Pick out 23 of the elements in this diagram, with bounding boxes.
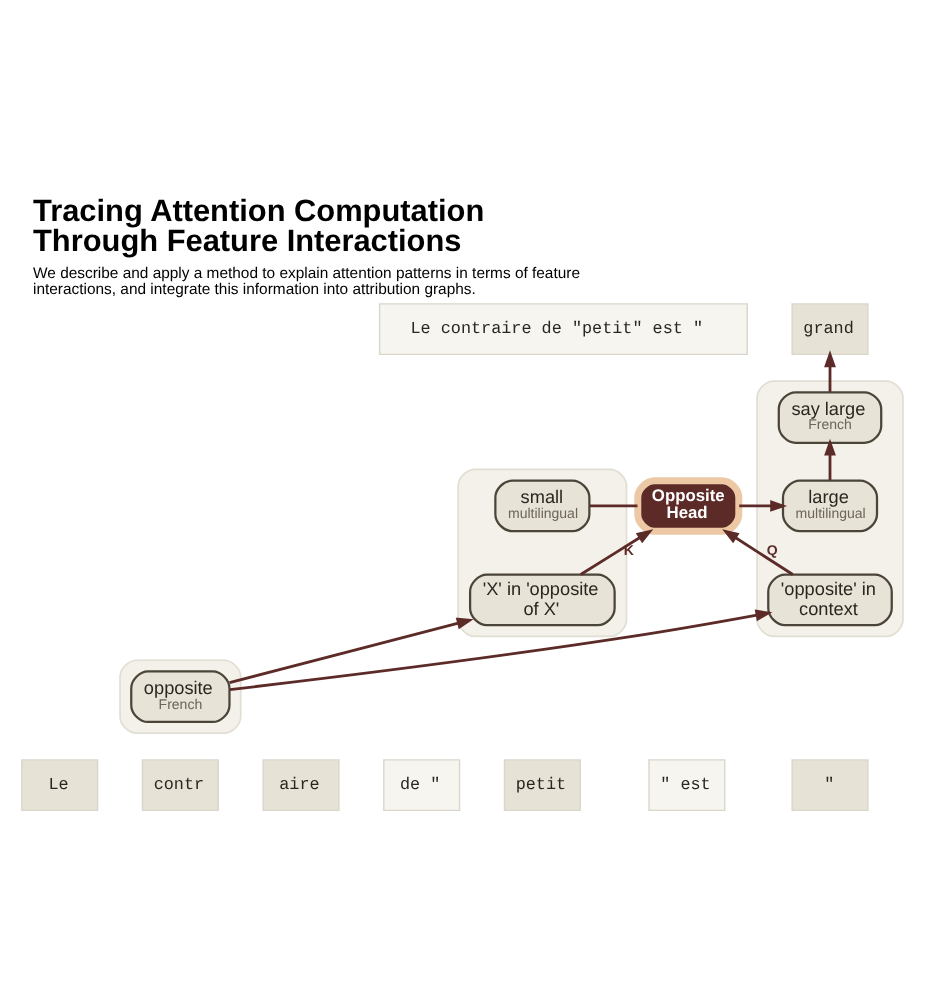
node-box: " [791, 758, 869, 811]
node-box: de " [383, 758, 461, 811]
node-box: aire [262, 758, 340, 811]
arrow [824, 349, 836, 391]
diagram-title: Tracing Attention Computation Through Feature Interactions [33, 193, 485, 259]
node-box: Opposite Head [634, 476, 743, 534]
arrow [229, 616, 474, 683]
caption: We describe and apply a method to explain attention patterns in terms of feature interactions, and integrate this information into attribution graphs. [33, 263, 580, 297]
connector [589, 503, 638, 507]
node-box: contr [141, 758, 219, 811]
node-box: " est [648, 758, 726, 811]
node-box: Le contraire de "petit" est " [378, 302, 748, 355]
node-box: Le [21, 758, 99, 811]
arrow [229, 608, 773, 690]
arrow [579, 528, 654, 575]
node-box: grand [791, 302, 869, 355]
cluster [119, 658, 242, 734]
arrow [722, 528, 794, 575]
arrow [739, 499, 788, 511]
node-box: 'opposite' in context [767, 572, 893, 626]
arrow [824, 437, 836, 480]
node-box: petit [503, 758, 581, 811]
node-box: 'X' in 'opposite of X' [469, 572, 616, 626]
